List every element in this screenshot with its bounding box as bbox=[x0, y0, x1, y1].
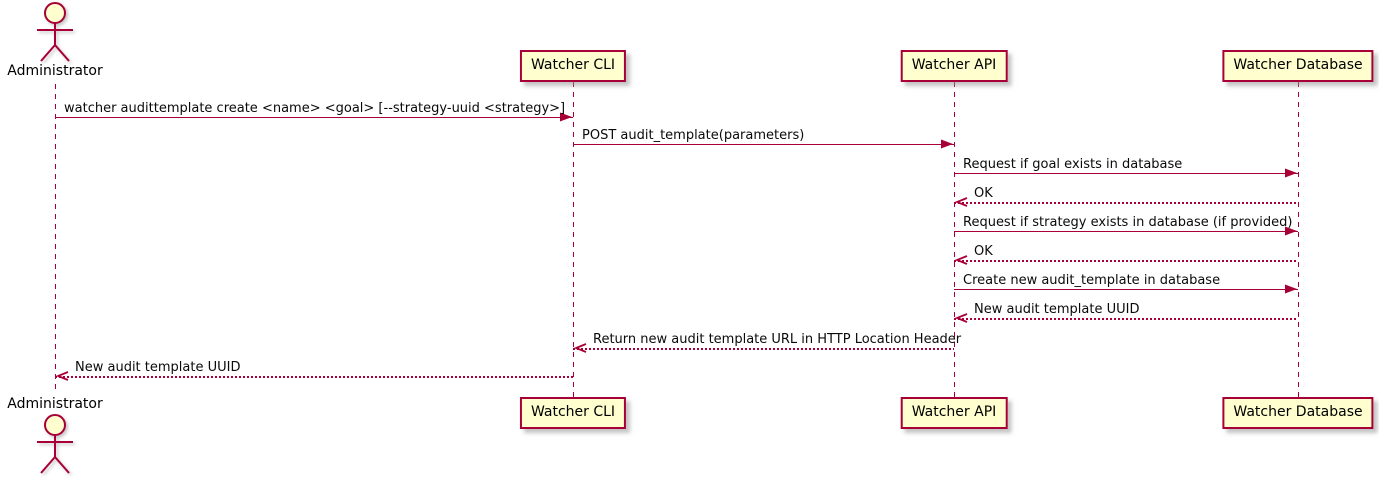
lifeline-administrator bbox=[55, 84, 56, 394]
message-line bbox=[573, 348, 954, 350]
message-label: New audit template UUID bbox=[974, 302, 1140, 317]
return-arrowhead-icon bbox=[574, 343, 588, 353]
arrowhead-icon bbox=[1284, 284, 1298, 294]
actor-icon-administrator-bottom bbox=[33, 413, 77, 479]
message-line bbox=[55, 376, 573, 378]
lifeline-watcher-cli bbox=[573, 82, 574, 397]
message-label: OK bbox=[974, 244, 993, 259]
participant-box-watcher-cli-top: Watcher CLI bbox=[519, 50, 627, 82]
message-line bbox=[954, 172, 1298, 174]
lifeline-watcher-database bbox=[1298, 82, 1299, 397]
message-label: watcher audittemplate create <name> <goa… bbox=[64, 101, 566, 116]
message-line bbox=[573, 143, 954, 145]
message-line bbox=[954, 260, 1298, 262]
message-line bbox=[954, 318, 1298, 320]
arrowhead-icon bbox=[559, 112, 573, 122]
participant-box-watcher-database-top: Watcher Database bbox=[1222, 50, 1374, 82]
message-label: New audit template UUID bbox=[75, 360, 241, 375]
message-line bbox=[954, 230, 1298, 232]
message-label: Request if strategy exists in database (… bbox=[963, 215, 1293, 230]
participant-box-watcher-api-bottom: Watcher API bbox=[900, 397, 1008, 429]
return-arrowhead-icon bbox=[56, 371, 70, 381]
message-line bbox=[954, 202, 1298, 204]
participant-box-watcher-database-bottom: Watcher Database bbox=[1222, 397, 1374, 429]
actor-label-administrator-bottom: Administrator bbox=[7, 396, 103, 412]
arrowhead-icon bbox=[1284, 168, 1298, 178]
return-arrowhead-icon bbox=[955, 197, 969, 207]
message-label: Return new audit template URL in HTTP Lo… bbox=[593, 332, 962, 347]
lifeline-watcher-api bbox=[954, 82, 955, 397]
participant-box-watcher-api-top: Watcher API bbox=[900, 50, 1008, 82]
participant-box-watcher-cli-bottom: Watcher CLI bbox=[519, 397, 627, 429]
message-label: Create new audit_template in database bbox=[963, 273, 1221, 288]
message-line bbox=[55, 116, 573, 118]
message-label: POST audit_template(parameters) bbox=[582, 128, 805, 143]
actor-icon-administrator-top bbox=[33, 1, 77, 67]
message-line bbox=[954, 288, 1298, 290]
arrowhead-icon bbox=[1284, 226, 1298, 236]
return-arrowhead-icon bbox=[955, 313, 969, 323]
actor-label-administrator-top: Administrator bbox=[7, 63, 103, 79]
arrowhead-icon bbox=[940, 139, 954, 149]
message-label: OK bbox=[974, 186, 993, 201]
message-label: Request if goal exists in database bbox=[963, 157, 1183, 172]
return-arrowhead-icon bbox=[955, 255, 969, 265]
